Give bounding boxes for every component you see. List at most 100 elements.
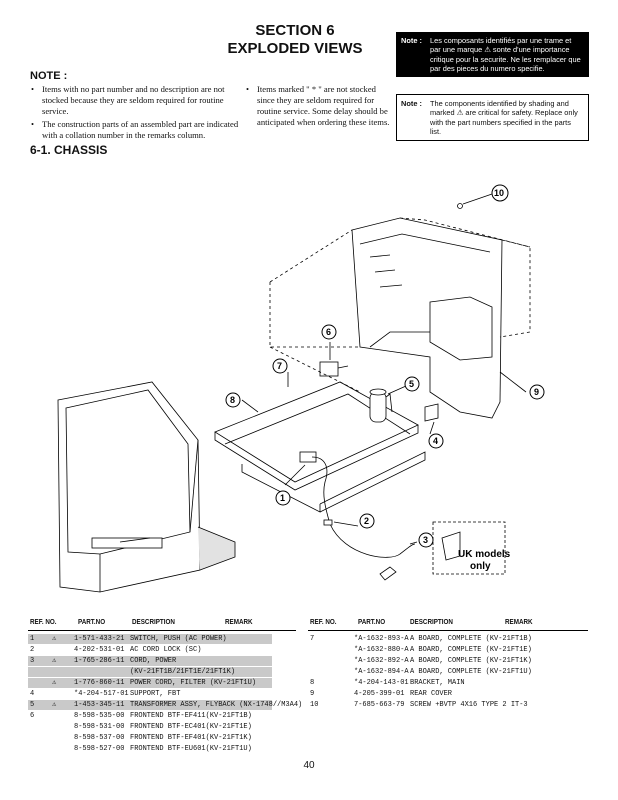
- callout-2: 2: [359, 513, 375, 529]
- front-cabinet: [57, 381, 236, 593]
- table-row: (KV-21FT1B/21FT1E/21FT1K): [28, 667, 272, 677]
- col-part-header: PART.NO: [78, 617, 106, 626]
- svg-text:4: 4: [433, 436, 438, 446]
- ref-cell: 4: [30, 690, 35, 698]
- table-row: 8-598-537-00 FRONTEND BTF-EF401(KV-21FT1K…: [28, 733, 272, 743]
- leader-lines: [241, 342, 527, 545]
- part-number-cell: 4-202-531-01: [74, 646, 125, 654]
- description-cell: FRONTEND BTF-EF401(KV-21FT1K): [130, 734, 252, 742]
- part-number-cell: *4-204-143-01: [354, 679, 409, 687]
- description-cell: REAR COVER: [410, 690, 453, 698]
- safety-mark: ⚠: [52, 635, 57, 643]
- exploded-view-diagram: UK models only 1 2 3 4 5 6 7 8 9 10: [57, 184, 545, 593]
- callout-10: 10: [491, 184, 509, 202]
- safety-mark: ⚠: [52, 701, 57, 709]
- description-cell: A BOARD, COMPLETE (KV-21FT1K): [410, 657, 532, 665]
- ref-cell: 3: [30, 657, 35, 665]
- notes-left: Items with no part number and no descrip…: [30, 84, 240, 143]
- col-desc-header: DESCRIPTION: [132, 617, 175, 626]
- callout-3: 3: [418, 532, 434, 548]
- safety-note-french: Note : Les composants identifiés par une…: [396, 32, 589, 78]
- callout-1: 1: [275, 490, 291, 506]
- part-number-cell: 1-453-345-11: [74, 701, 125, 709]
- uk-plug-icon: [441, 531, 461, 561]
- description-cell: SCREW +BVTP 4X16 TYPE 2 IT-3: [410, 701, 528, 709]
- description-cell: CORD, POWER: [130, 657, 177, 665]
- subsection-title: 6-1. CHASSIS: [30, 143, 108, 157]
- part-number-cell: 8-598-531-00: [74, 723, 125, 731]
- col-remark-header: REMARK: [225, 617, 253, 626]
- note-heading: NOTE :: [30, 70, 68, 82]
- ref-cell: 6: [30, 712, 35, 720]
- table-row: 3 ⚠ 1-765-286-11 CORD, POWER: [28, 656, 272, 666]
- description-cell: SUPPORT, FBT: [130, 690, 181, 698]
- callout-4: 4: [428, 433, 444, 449]
- svg-text:6: 6: [326, 327, 331, 337]
- description-cell: A BOARD, COMPLETE (KV-21FT1B): [410, 635, 532, 643]
- note-label: Note :: [401, 99, 422, 108]
- uk-label-1: UK models: [458, 549, 511, 560]
- col-ref-header: REF. NO.: [310, 617, 337, 626]
- description-cell: FRONTEND BTF-EU601(KV-21FT1U): [130, 745, 252, 753]
- callout-8: 8: [225, 392, 241, 408]
- ref-cell: 2: [30, 646, 35, 654]
- ref-cell: 9: [310, 690, 315, 698]
- part-number-cell: 8-598-527-00: [74, 745, 125, 753]
- note-item: The construction parts of an assembled p…: [30, 119, 240, 141]
- col-remark-header: REMARK: [505, 617, 533, 626]
- col-part-header: PART.NO: [358, 617, 386, 626]
- note-item: Items with no part number and no descrip…: [30, 84, 240, 117]
- note-label: Note :: [401, 36, 422, 45]
- part-number-cell: *A-1632-880-A: [354, 646, 409, 654]
- table-divider: [28, 630, 296, 631]
- section-title: SECTION 6 EXPLODED VIEWS: [195, 22, 395, 58]
- screw: [457, 203, 463, 209]
- description-cell: (KV-21FT1B/21FT1E/21FT1K): [130, 668, 236, 676]
- uk-label-2: only: [470, 561, 491, 572]
- section-name: EXPLODED VIEWS: [227, 40, 363, 57]
- svg-text:7: 7: [277, 361, 282, 371]
- ref-cell: 7: [310, 635, 315, 643]
- description-cell: BRACKET, MAIN: [410, 679, 465, 687]
- description-cell: A BOARD, COMPLETE (KV-21FT1E): [410, 646, 532, 654]
- description-cell: SWITCH, PUSH (AC POWER): [130, 635, 227, 643]
- table-row: 5 ⚠ 1-453-345-11 TRANSFORMER ASSY, FLYBACK …: [28, 700, 302, 710]
- fbt-support: [424, 403, 439, 422]
- safety-note-english: Note : The components identified by shad…: [396, 94, 589, 142]
- safety-mark: ⚠: [52, 657, 57, 665]
- part-number-cell: *A-1632-893-A: [354, 635, 409, 643]
- svg-text:9: 9: [534, 387, 539, 397]
- callout-5: 5: [404, 376, 420, 392]
- section-number: SECTION 6: [255, 22, 335, 39]
- part-number-cell: 7-685-663-79: [354, 701, 405, 709]
- part-number-cell: 1-765-286-11: [74, 657, 125, 665]
- part-number-cell: 1-571-433-21: [74, 635, 125, 643]
- table-row: 1 ⚠ 1-571-433-21 SWITCH, PUSH (AC POWER): [28, 634, 272, 644]
- frontend-tuner: [319, 361, 339, 377]
- svg-text:8: 8: [230, 395, 235, 405]
- flyback-transformer: [369, 388, 393, 423]
- part-number-cell: 8-598-537-00: [74, 734, 125, 742]
- ref-cell: 1: [30, 635, 35, 643]
- ref-cell: 5: [30, 701, 35, 709]
- rear-cover: [269, 217, 531, 419]
- description-cell: POWER CORD, FILTER (KV-21FT1U): [130, 679, 257, 687]
- callout-6: 6: [321, 324, 337, 340]
- svg-text:2: 2: [364, 516, 369, 526]
- callout-7: 7: [272, 358, 288, 374]
- part-number-cell: 1-776-860-11: [74, 679, 125, 687]
- description-cell: TRANSFORMER ASSY, FLYBACK (NX-1748//M3A4…: [130, 701, 303, 709]
- cord-lock: [323, 519, 333, 526]
- part-number-cell: *A-1632-892-A: [354, 657, 409, 665]
- table-divider: [308, 630, 588, 631]
- description-cell: AC CORD LOCK (SC): [130, 646, 202, 654]
